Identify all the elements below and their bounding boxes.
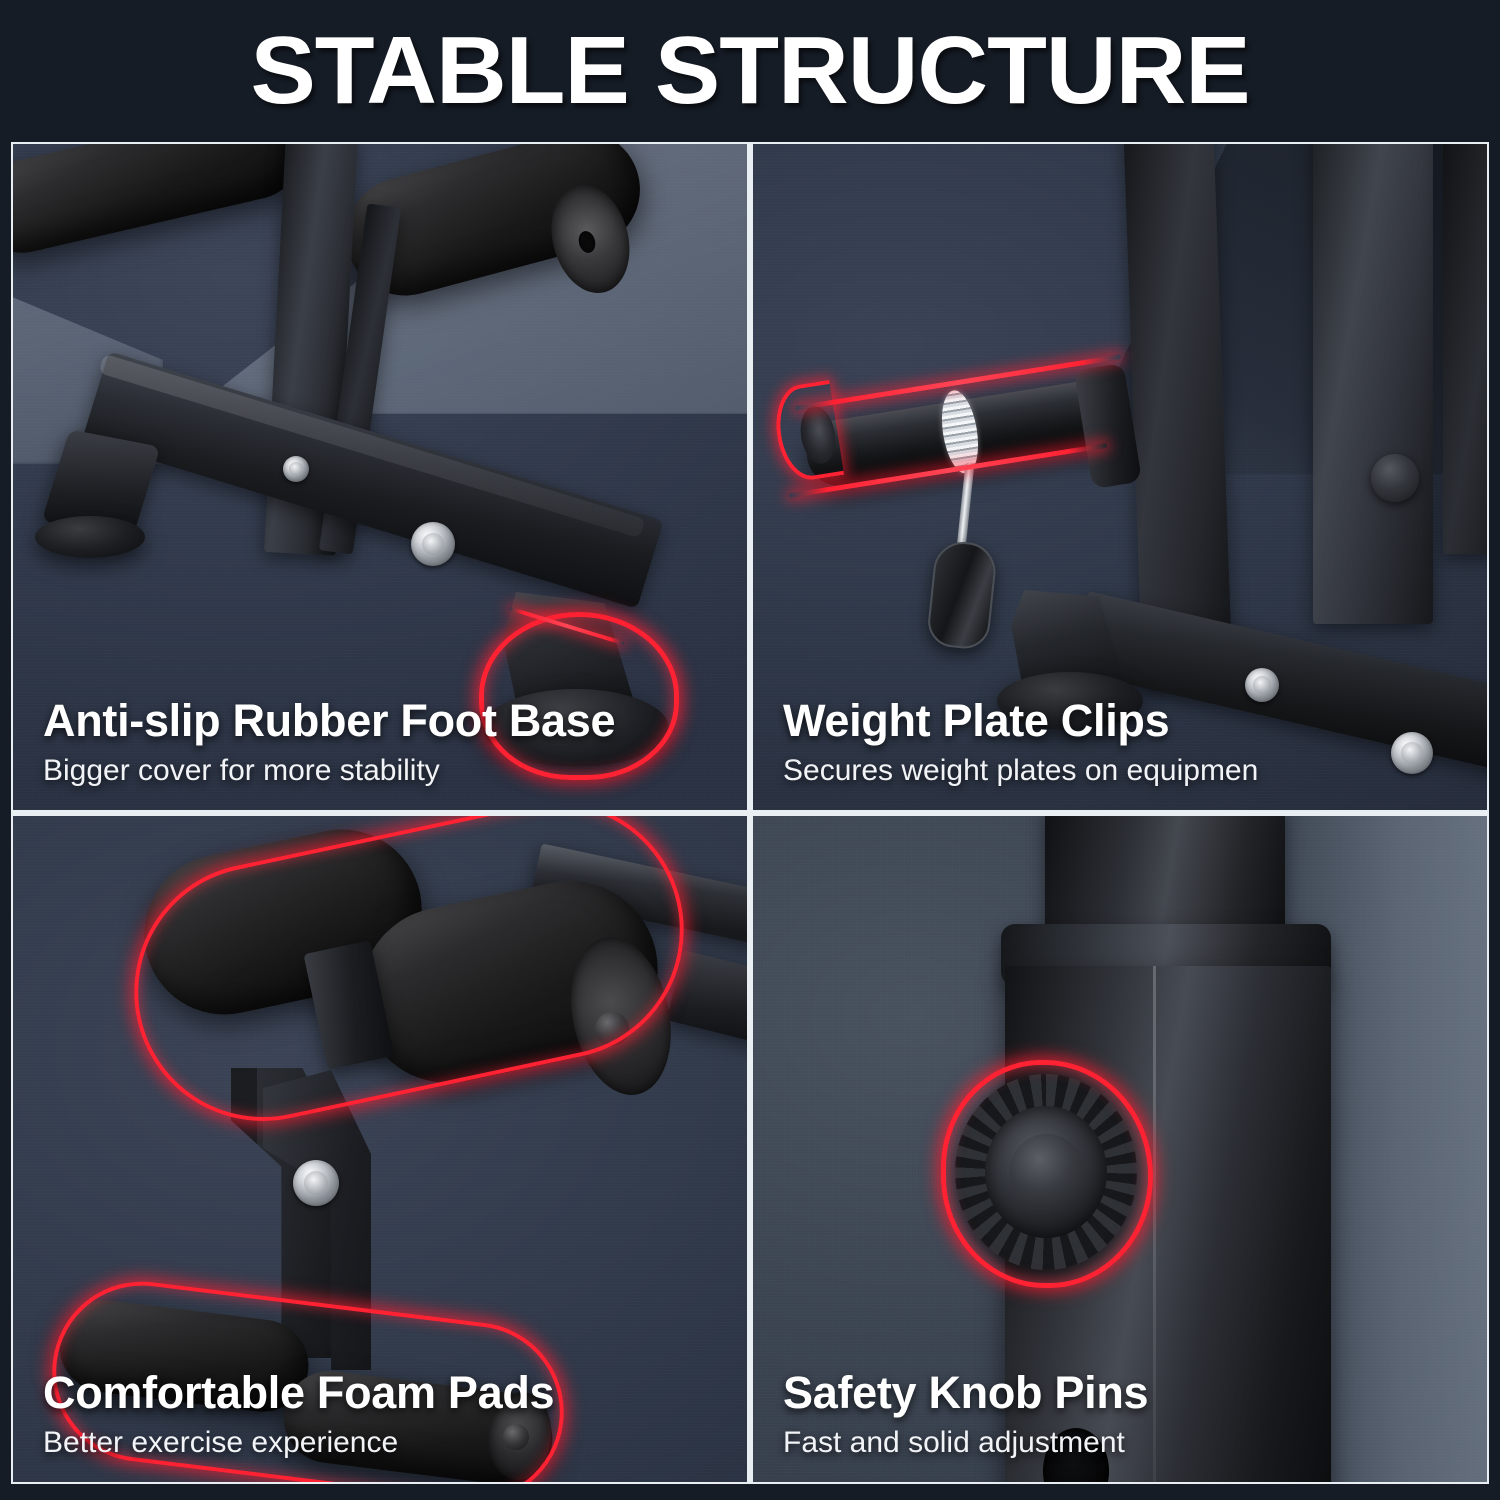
caption-subtitle: Secures weight plates on equipmen — [783, 753, 1259, 787]
feature-panel-anti-slip-rubber-foot-base: Anti-slip Rubber Foot Base Bigger cover … — [13, 144, 747, 810]
tube-corner-edge — [1153, 966, 1156, 1482]
caption-comfortable-foam-pads: Comfortable Foam Pads Better exercise ex… — [43, 1367, 555, 1460]
inner-adjust-tube — [1045, 816, 1285, 936]
feature-panel-weight-plate-clips: Weight Plate Clips Secures weight plates… — [753, 144, 1487, 810]
highlight-ring-safety-knob — [941, 1060, 1153, 1288]
product-photo-anti-slip-rubber-foot-base — [13, 144, 747, 810]
hex-bolt-upper — [1245, 668, 1279, 702]
caption-subtitle: Fast and solid adjustment — [783, 1425, 1125, 1459]
rubber-foot-left — [35, 516, 145, 558]
feature-grid: Anti-slip Rubber Foot Base Bigger cover … — [11, 142, 1489, 1484]
caption-weight-plate-clips: Weight Plate Clips Secures weight plates… — [783, 696, 1258, 788]
caption-title: Anti-slip Rubber Foot Base — [43, 695, 616, 746]
frame-upright-front — [1313, 144, 1433, 624]
adjustment-pin-nub — [1371, 454, 1419, 502]
feature-panel-comfortable-foam-pads: Comfortable Foam Pads Better exercise ex… — [13, 816, 747, 1482]
pivot-bolt — [293, 1160, 339, 1206]
product-photo-comfortable-foam-pads — [13, 816, 747, 1482]
caption-subtitle: Better exercise experience — [43, 1425, 399, 1459]
caption-title: Comfortable Foam Pads — [43, 1367, 555, 1418]
product-photo-weight-plate-clips — [753, 144, 1487, 810]
hex-bolt-right — [411, 522, 455, 566]
caption-subtitle: Bigger cover for more stability — [43, 753, 440, 787]
feature-panel-safety-knob-pins: Safety Knob Pins Fast and solid adjustme… — [753, 816, 1487, 1482]
page-title: STABLE STRUCTURE — [250, 17, 1250, 124]
foam-pad-upper-cap-button — [595, 1012, 629, 1046]
product-photo-safety-knob-pins — [753, 816, 1487, 1482]
frame-upright-far-right — [1443, 144, 1487, 554]
rubber-foot — [997, 672, 1143, 730]
caption-safety-knob-pins: Safety Knob Pins Fast and solid adjustme… — [783, 1367, 1149, 1460]
hex-bolt-lower — [1391, 732, 1433, 774]
hex-bolt-left — [283, 456, 309, 482]
caption-title: Weight Plate Clips — [783, 695, 1170, 746]
foam-pad-lower-cap-button — [503, 1424, 529, 1450]
highlight-ring-rubber-foot — [479, 612, 679, 780]
caption-anti-slip-rubber-foot-base: Anti-slip Rubber Foot Base Bigger cover … — [43, 695, 616, 788]
caption-title: Safety Knob Pins — [783, 1367, 1149, 1418]
